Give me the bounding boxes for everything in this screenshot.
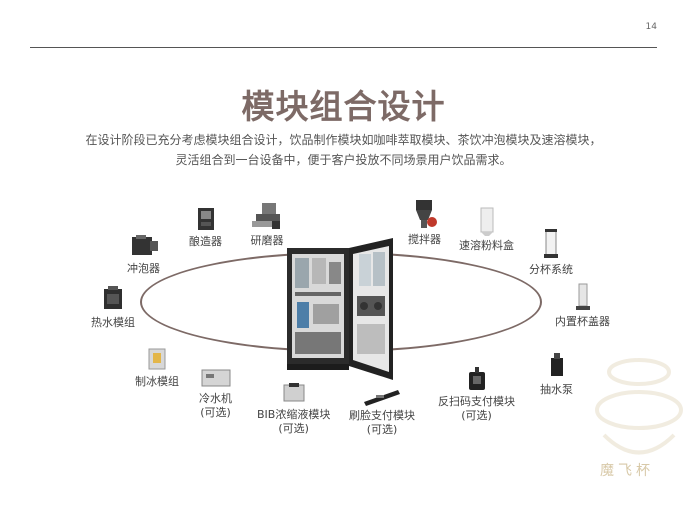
- module-bib: BIB浓缩液模块 (可选): [257, 381, 330, 436]
- module-label: 内置杯盖器: [555, 315, 610, 328]
- module-ice-maker: 制冰模组: [135, 346, 179, 389]
- ice-maker-icon: [148, 348, 166, 370]
- module-label: 搅拌器: [408, 233, 441, 246]
- description-line-2: 灵活组合到一台设备中，便于客户投放不同场景用户饮品需求。: [175, 153, 512, 167]
- vending-machine-image: [287, 238, 393, 380]
- face-scanner-icon: [364, 390, 400, 406]
- powder-box-icon: [480, 207, 493, 236]
- optional-note: (可选): [461, 409, 492, 422]
- module-brewer: 酿造器: [189, 206, 222, 249]
- module-lid: 内置杯盖器: [555, 282, 610, 329]
- optional-note: (可选): [278, 422, 309, 435]
- boiler-icon: [104, 286, 122, 309]
- mixer-icon: [415, 200, 437, 228]
- module-label: 抽水泵: [540, 383, 573, 396]
- module-label: 冷水机: [199, 392, 232, 405]
- module-label: 热水模组: [91, 316, 135, 329]
- module-label: BIB浓缩液模块: [257, 408, 331, 421]
- module-label: 酿造器: [189, 235, 222, 248]
- watermark-logo-icon: [595, 358, 683, 455]
- qr-scanner-icon: [468, 367, 485, 390]
- module-label: 速溶粉料盒: [459, 239, 514, 252]
- brewer-icon: [197, 208, 214, 230]
- module-mixer: 搅拌器: [408, 198, 441, 247]
- top-rule: [30, 47, 657, 48]
- watermark-text: 魔飞杯: [600, 463, 654, 479]
- module-pump: 抽水泵: [540, 352, 573, 397]
- page-title: 模块组合设计: [241, 87, 446, 126]
- grinder-icon: [252, 203, 280, 229]
- module-label: 分杯系统: [529, 263, 573, 276]
- page-number: 14: [645, 22, 657, 32]
- water-pump-icon: [550, 353, 563, 376]
- module-hot-water: 热水模组: [91, 285, 135, 330]
- chiller-icon: [201, 369, 230, 387]
- module-instant-box: 速溶粉料盒: [459, 206, 514, 253]
- optional-note: (可选): [366, 423, 398, 436]
- module-cup-system: 分杯系统: [529, 228, 573, 277]
- module-label: 冲泡器: [127, 262, 160, 275]
- module-face-pay: 刷脸支付模块 (可选): [349, 388, 415, 437]
- module-scan-pay: 反扫码支付模块 (可选): [438, 366, 515, 423]
- module-label: 制冰模组: [135, 375, 179, 388]
- description-line-1: 在设计阶段已充分考虑模块组合设计，饮品制作模块如咖啡萃取模块、茶饮冲泡模块及速溶…: [85, 133, 602, 147]
- module-label: 反扫码支付模块: [438, 395, 515, 408]
- module-label: 刷脸支付模块: [349, 409, 415, 422]
- module-grinder: 研磨器: [250, 201, 284, 248]
- lid-dispenser-icon: [575, 283, 590, 310]
- module-steeper: 冲泡器: [127, 233, 160, 276]
- steeper-icon: [131, 235, 158, 255]
- optional-note: (可选): [200, 406, 231, 419]
- module-chiller: 冷水机 (可选): [199, 367, 232, 420]
- cup-dispenser-icon: [544, 229, 558, 258]
- bib-concentrate-icon: [283, 383, 305, 402]
- module-label: 研磨器: [250, 234, 284, 247]
